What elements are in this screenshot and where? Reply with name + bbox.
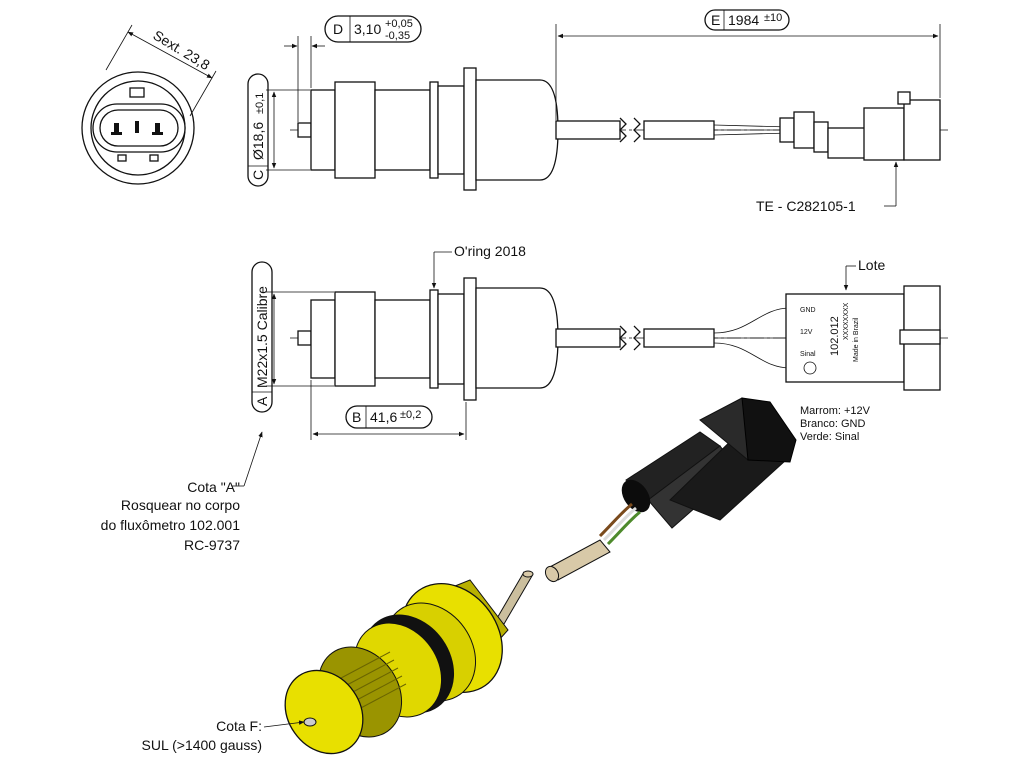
dim-e-value: 1984: [728, 12, 759, 28]
note-a-line2: Rosquear no corpo: [121, 497, 240, 513]
note-f-line2: SUL (>1400 gauss): [142, 737, 263, 753]
made-in-label: Made in Brazil: [853, 317, 860, 362]
note-a-line3: do fluxômetro 102.001: [101, 517, 241, 533]
dim-d-tol-plus: +0,05: [385, 18, 413, 30]
dim-b-letter: B: [352, 409, 361, 425]
dim-b-tol: ±0,2: [400, 409, 421, 421]
pin-sinal-label: Sinal: [800, 351, 816, 358]
iso-connector: [621, 397, 797, 529]
end-view: Sext. 23,8: [81, 24, 217, 185]
logo-icon: [803, 361, 817, 375]
isometric-view: [284, 397, 797, 755]
lot-callout: Lote: [858, 257, 885, 273]
side-view-top: D 3,10 +0,05 -0,35 E 1984 ±10 C Ø18,6 ±0…: [247, 9, 950, 214]
dim-d-letter: D: [333, 21, 343, 37]
pin-12v-label: 12V: [800, 329, 813, 336]
lot-code-label: XXXXXXXX: [843, 302, 850, 340]
dim-b-value: 41,6: [370, 409, 397, 425]
wire-legend: Marrom: +12V Branco: GND Verde: Sinal: [800, 405, 871, 443]
part-number-label: 102.012: [829, 316, 841, 356]
side-view-middle: GND 12V Sinal 102.012 XXXXXXXX Made in B…: [251, 243, 950, 440]
dim-c-tol: ±0,1: [254, 93, 266, 114]
dim-a-value: M22x1.5 Calibre: [254, 286, 270, 388]
dim-d-tol-minus: -0,35: [385, 30, 410, 42]
note-a: Cota "A" Rosquear no corpo do fluxômetro…: [101, 431, 263, 553]
note-f-line1: Cota F:: [216, 718, 262, 734]
pin-gnd-label: GND: [800, 307, 816, 314]
connector-callout: TE - C282105-1: [756, 198, 856, 214]
oring-callout: O'ring 2018: [454, 243, 526, 259]
dim-c-value: Ø18,6: [250, 122, 266, 160]
note-f: Cota F: SUL (>1400 gauss): [142, 718, 305, 753]
wire-white-label: Branco: GND: [800, 418, 865, 430]
hex-dimension-label: Sext. 23,8: [150, 27, 212, 73]
dim-e-tol: ±10: [764, 12, 782, 24]
note-a-line4: RC-9737: [184, 537, 240, 553]
note-a-line1: Cota "A": [187, 479, 240, 495]
dim-a-letter: A: [254, 396, 270, 406]
dim-d-value: 3,10: [354, 21, 381, 37]
dim-c-letter: C: [250, 170, 266, 180]
wire-brown-label: Marrom: +12V: [800, 405, 871, 417]
wire-green-label: Verde: Sinal: [800, 431, 859, 443]
iso-sensor-body: [284, 579, 509, 755]
dim-e-letter: E: [711, 12, 720, 28]
